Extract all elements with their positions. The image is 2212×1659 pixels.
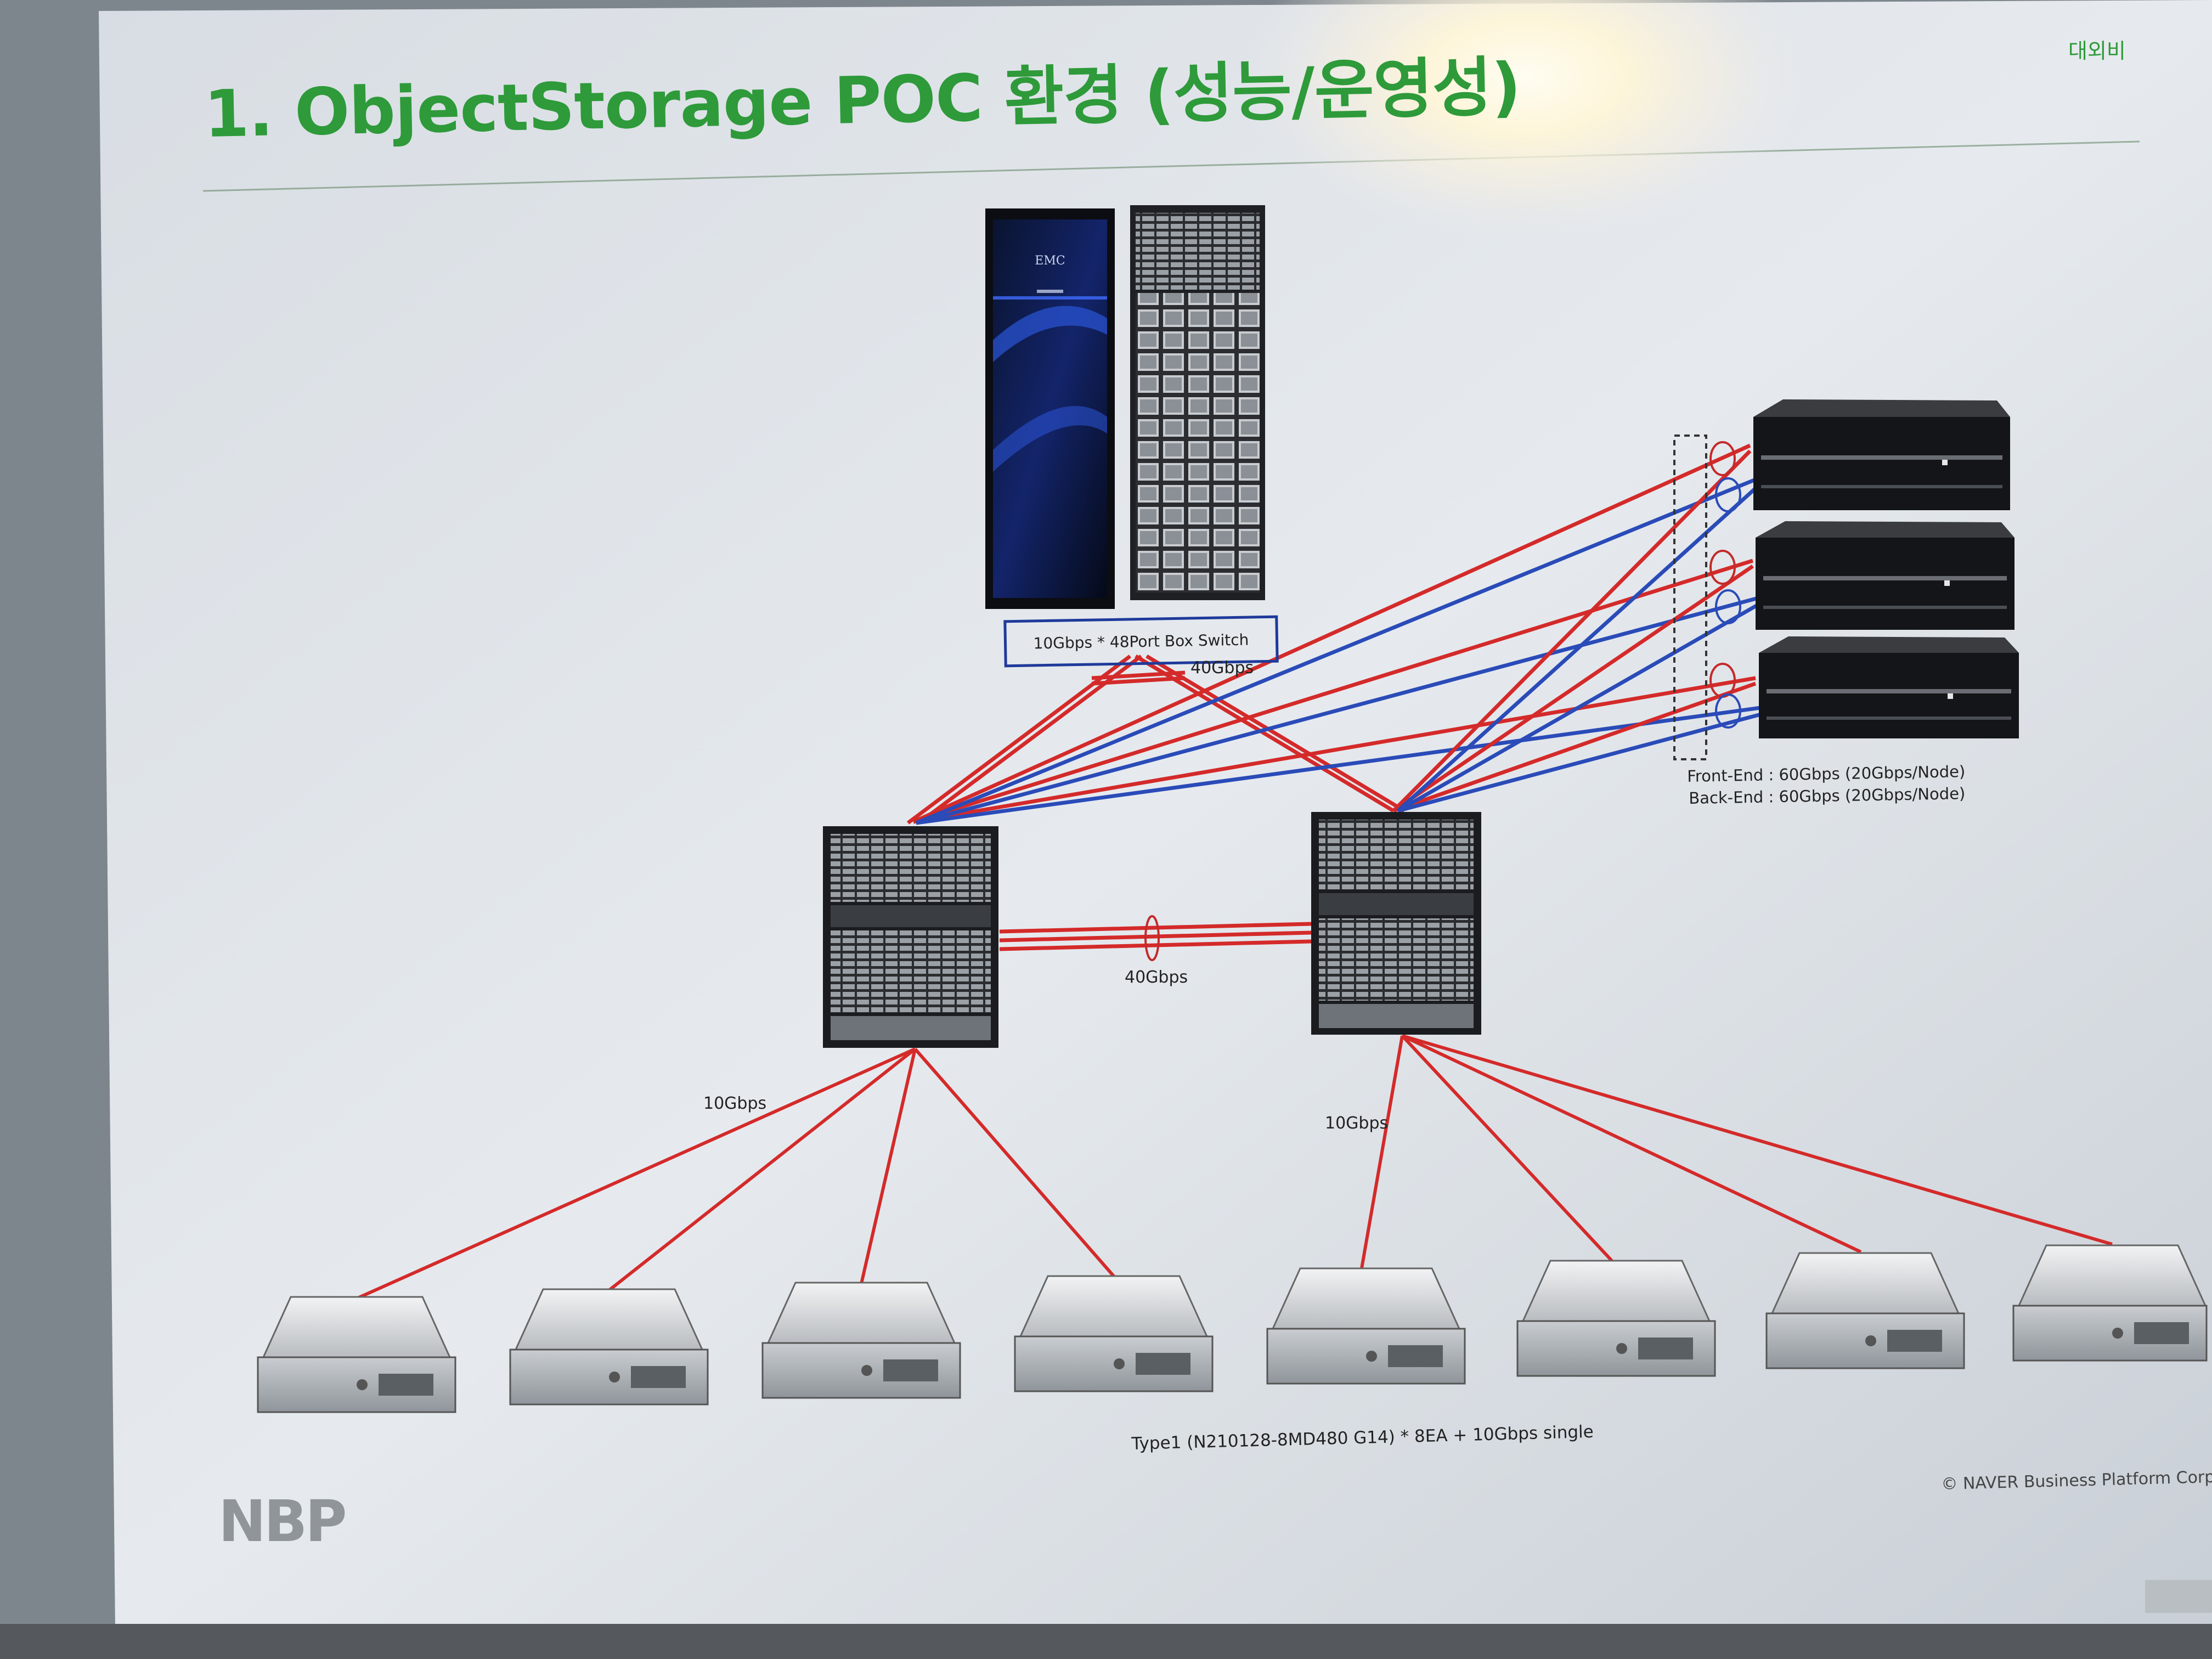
left-downlink-label: 10Gbps (703, 1094, 767, 1113)
classification-label: 대외비 (2068, 39, 2126, 63)
nbp-logo: NBP (218, 1488, 347, 1555)
svg-text:EMC: EMC (1035, 254, 1065, 268)
right-downlink-label: 10Gbps (1325, 1114, 1389, 1133)
interlink-bandwidth-label: 40Gbps (1125, 968, 1188, 987)
uplink-bandwidth-label: 40Gbps (1190, 658, 1254, 678)
